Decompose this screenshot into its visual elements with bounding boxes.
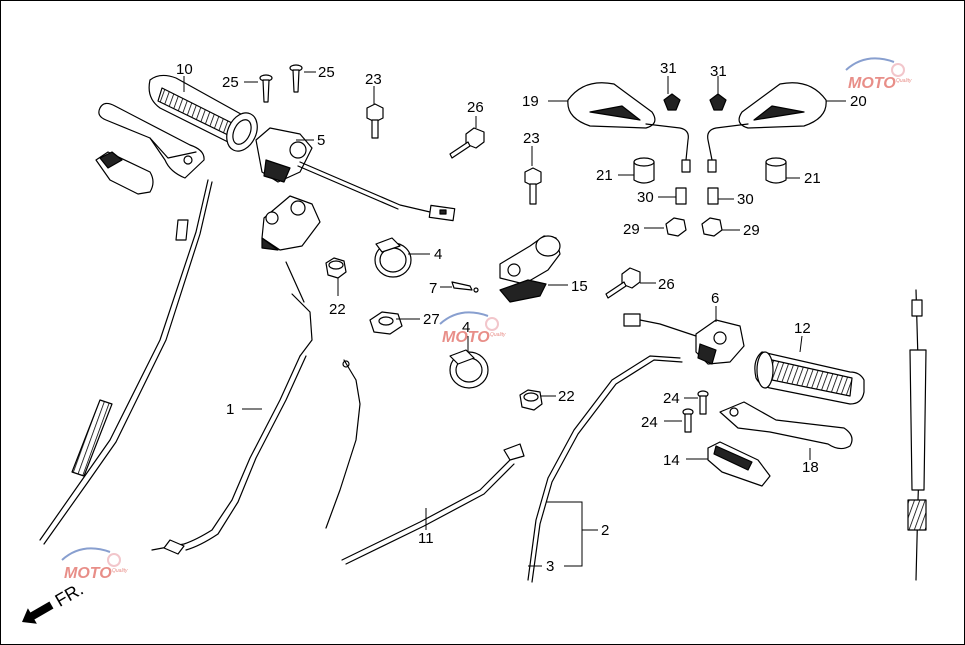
part-label: 22 [329, 301, 346, 318]
cover-21-left [633, 157, 655, 184]
part-label: 4 [434, 246, 442, 263]
bolt-26-upper [697, 390, 709, 415]
part-label: 26 [467, 99, 484, 116]
part-label: 1 [226, 401, 234, 418]
bolt-23-upper [366, 103, 384, 139]
watermark-subtext: Quality [896, 78, 912, 84]
part-label: 31 [710, 63, 727, 80]
bolt-25-right [605, 267, 641, 299]
nut-29-left [665, 217, 687, 237]
cover-21-right [765, 157, 787, 184]
adapter-30-left [675, 187, 687, 205]
clutch-perch [261, 195, 321, 251]
part-label: 2 [601, 522, 609, 539]
switch-housing-left [255, 127, 313, 183]
pin-7 [451, 281, 479, 293]
switch-wire-left [297, 161, 456, 222]
clutch-cable-left [39, 179, 213, 545]
watermark-text: MOTO [848, 75, 896, 92]
part-number-labels: 10 25 25 23 26 5 23 19 20 31 31 21 21 30… [176, 60, 867, 575]
part-label: 29 [743, 222, 760, 239]
nut-29-right [701, 217, 723, 237]
brake-cable-right [907, 289, 927, 581]
part-label: 23 [365, 71, 382, 88]
part-label: 23 [523, 130, 540, 147]
part-label: 20 [850, 93, 867, 110]
front-arrow-icon [22, 601, 54, 624]
lever-boot-left [95, 151, 154, 195]
master-cylinder [499, 235, 561, 303]
lever-right [719, 401, 853, 450]
watermark-logo: MOTO Quality [439, 311, 506, 346]
switch-housing-right [623, 313, 745, 365]
part-label: 14 [663, 452, 680, 469]
part-label: 30 [637, 189, 654, 206]
part-label: 24 [641, 414, 658, 431]
hose-clamp-lower [449, 349, 489, 389]
watermark-subtext: Quality [112, 568, 128, 574]
nut-22-upper [325, 257, 347, 279]
watermark-text: MOTO [64, 565, 112, 582]
part-label: 19 [522, 93, 539, 110]
nut-27 [369, 311, 403, 335]
throttle-cable-1 [151, 261, 313, 555]
part-label: 21 [804, 170, 821, 187]
screw-24-left [259, 74, 273, 103]
bolt-26-lower [682, 408, 694, 433]
part-label: 12 [794, 320, 811, 337]
part-label: 25 [222, 74, 239, 91]
part-label: 29 [623, 221, 640, 238]
grip-right [754, 351, 865, 405]
part-label: 30 [737, 191, 754, 208]
front-direction-indicator: FR. [22, 579, 87, 624]
part-label: 10 [176, 61, 193, 78]
mirror-right [707, 82, 827, 173]
part-label: 18 [802, 459, 819, 476]
part-label: 21 [596, 167, 613, 184]
watermark-text: MOTO [442, 329, 490, 346]
nut-22-lower [519, 389, 543, 411]
watermark-logo: MOTO Quality [845, 57, 912, 92]
leader-lines [183, 71, 846, 567]
adapter-30-right [707, 187, 719, 205]
front-label: FR. [52, 579, 87, 611]
bolt-23-lower [524, 167, 542, 205]
bolt-25-upper [449, 127, 485, 159]
lever-left [98, 102, 205, 179]
grip-left [148, 74, 258, 152]
wire-center [325, 359, 361, 529]
watermark-subtext: Quality [490, 332, 506, 338]
hose-clamp-upper [374, 237, 412, 278]
watermark-logo: MOTO Quality [61, 547, 128, 582]
cap-31-left [663, 93, 681, 111]
cable-2 [527, 355, 683, 583]
wire-11 [341, 443, 525, 565]
part-label: 31 [660, 60, 677, 77]
part-label: 26 [658, 276, 675, 293]
screw-24-right [289, 64, 303, 93]
cap-31-right [709, 93, 727, 111]
part-label: 4 [462, 319, 470, 336]
part-label: 5 [317, 132, 325, 149]
lever-boot-right [707, 441, 771, 487]
part-label: 3 [546, 558, 554, 575]
part-label: 24 [663, 390, 680, 407]
part-label: 27 [423, 311, 440, 328]
part-label: 25 [318, 64, 335, 81]
part-label: 22 [558, 388, 575, 405]
part-label: 11 [418, 530, 434, 547]
mirror-left [567, 82, 691, 173]
part-label: 15 [571, 278, 588, 295]
part-label: 6 [711, 290, 719, 307]
watermark-logos: MOTO Quality MOTO Quality MOTO Quality [61, 57, 912, 582]
part-label: 7 [429, 280, 437, 297]
